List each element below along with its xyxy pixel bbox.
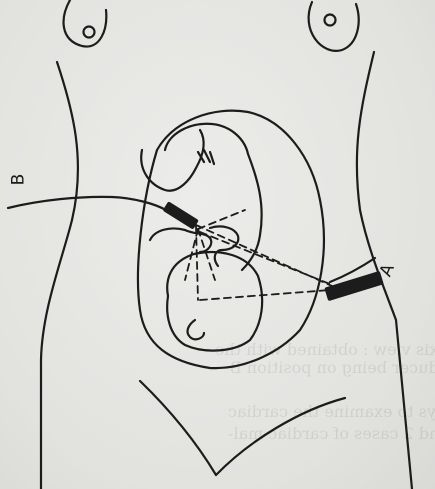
- thigh-crease: [140, 381, 345, 475]
- fetal-ear: [188, 320, 204, 339]
- nipple-right: [325, 15, 336, 26]
- fetal-head: [167, 252, 262, 351]
- fetal-limb-upper: [141, 130, 204, 191]
- breast-left: [64, 0, 107, 47]
- probe-a: [324, 271, 384, 301]
- probe-b-cable: [8, 197, 166, 210]
- nipple-left: [84, 27, 95, 38]
- breast-right: [309, 2, 359, 51]
- probe-b: [163, 201, 199, 229]
- torso-left-outline: [41, 62, 78, 489]
- ultrasound-beam-lines: [185, 210, 332, 300]
- fetal-hand-fingers: [198, 150, 214, 164]
- fetal-back: [165, 124, 262, 270]
- probe-b-label: B: [10, 174, 27, 186]
